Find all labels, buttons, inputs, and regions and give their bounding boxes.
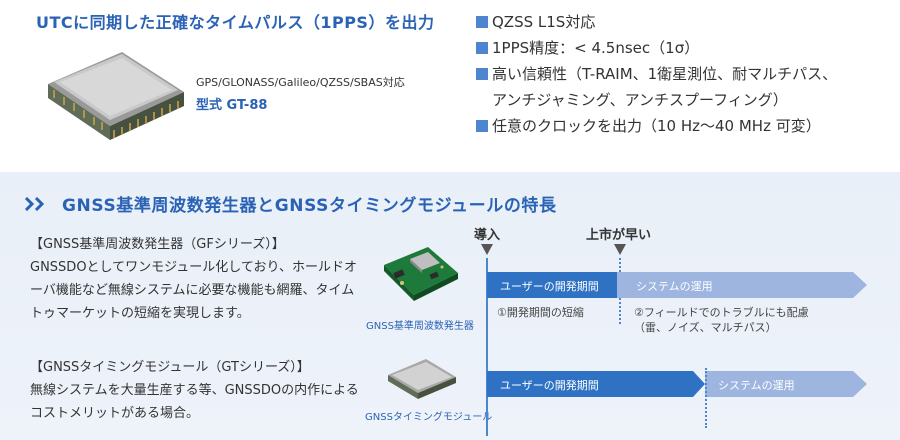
- gf-dev-period: ユーザーの開発期間: [500, 280, 599, 293]
- feature-list: QZSS L1S対応 1PPS精度：< 4.5nsec（1σ） 高い信頼性（T-…: [476, 9, 896, 139]
- gt-description: 【GNSSタイミングモジュール（GTシリーズ）】 無線システムを大量生産する等、…: [30, 356, 360, 425]
- gnss-reference-board-image: [384, 247, 458, 301]
- gf-system-ops: システムの運用: [636, 280, 713, 293]
- gf-caption: GNSS基準周波数発生器: [366, 321, 474, 332]
- features-comparison-section: GNSS基準周波数発生器とGNSSタイミングモジュールの特長 【GNSS基準周波…: [0, 172, 900, 440]
- bullet-square-icon: [476, 42, 488, 54]
- top-title: UTCに同期した正確なタイムパルス（1PPS）を出力: [36, 13, 435, 32]
- gf-timeline-bar: [487, 272, 867, 298]
- bullet-square-icon: [476, 120, 488, 132]
- gnss-timing-module-image: [388, 359, 456, 399]
- gf-description: 【GNSS基準周波数発生器（GFシリーズ）】 GNSSDOとしてワンモジュール化…: [30, 233, 360, 325]
- section-title: GNSS基準周波数発生器とGNSSタイミングモジュールの特長: [24, 191, 557, 216]
- gt-system-ops: システムの運用: [718, 379, 795, 392]
- gt-heading: 【GNSSタイミングモジュール（GTシリーズ）】: [30, 360, 310, 375]
- down-arrow-icon: [614, 244, 626, 255]
- gf-note-field-trouble: ②フィールドでのトラブルにも配慮 （雷、ノイズ、マルチパス）: [634, 306, 809, 334]
- feature-item: 任意のクロックを出力（10 Hz〜40 MHz 可変）: [476, 113, 896, 139]
- gf-note-shorter-dev: ①開発期間の短縮: [497, 306, 584, 319]
- marker-early-label: 上市が早い: [586, 228, 652, 243]
- gf-body: GNSSDOとしてワンモジュール化しており、ホールドオーバ機能など無線システムに…: [30, 260, 357, 321]
- feature-item: QZSS L1S対応: [476, 9, 896, 35]
- gf-heading: 【GNSS基準周波数発生器（GFシリーズ）】: [30, 237, 285, 252]
- gt-ops-start-line: [705, 368, 707, 428]
- bullet-square-icon: [476, 16, 488, 28]
- bullet-square-icon: [476, 68, 488, 80]
- module-caption: GPS/GLONASS/Galileo/QZSS/SBAS対応: [196, 76, 405, 89]
- feature-item: 1PPS精度：< 4.5nsec（1σ）: [476, 35, 896, 61]
- gt-body: 無線システムを大量生産する等、GNSSDOの内作によるコストメリットがある場合。: [30, 383, 359, 421]
- down-arrow-icon: [481, 244, 493, 255]
- double-chevron-icon: [24, 196, 45, 211]
- gt-dev-period: ユーザーの開発期間: [500, 379, 599, 392]
- marker-intro-label: 導入: [474, 228, 501, 243]
- top-section: UTCに同期した正確なタイムパルス（1PPS）を出力 GPS/GLONASS/G…: [0, 0, 900, 172]
- module-model: 型式 GT-88: [196, 98, 268, 113]
- gt-caption: GNSSタイミングモジュール: [365, 412, 493, 423]
- gt-timeline-bar: [487, 371, 867, 397]
- intro-line: [486, 258, 488, 436]
- gt88-module-image: [48, 52, 184, 140]
- feature-item: 高い信頼性（T-RAIM、1衛星測位、耐マルチパス、 アンチジャミング、アンチス…: [476, 61, 896, 113]
